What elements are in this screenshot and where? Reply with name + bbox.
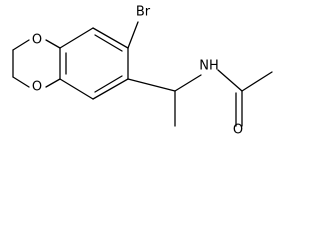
bond-carbonyl-methyl — [241, 71, 273, 92]
double-bond-c6-c5 — [94, 75, 123, 93]
bond-o1-ch2 — [12, 39, 30, 51]
oxygen-top-label: O — [32, 33, 42, 48]
carbonyl-oxygen-label: O — [233, 123, 243, 138]
bond-c5-c4a — [59, 78, 94, 100]
bond-o2-c4a — [45, 78, 61, 88]
bond-o1-c8a — [45, 39, 61, 49]
amide-nitrogen-label: NH — [199, 59, 219, 74]
bond-c6-c5 — [92, 78, 129, 100]
structural-formula: O O Br NH O — [12, 5, 273, 138]
bond-ch2-o2 — [12, 76, 30, 88]
substituents — [127, 21, 273, 127]
bond-c8-c7 — [92, 27, 129, 49]
bond-ch-n — [174, 74, 202, 92]
bond-n-carbonyl — [217, 69, 243, 92]
bond-c7-br — [127, 21, 139, 49]
oxygen-bottom-label: O — [32, 80, 42, 95]
bond-c6-ch — [127, 78, 176, 92]
double-bond-c8-c7 — [94, 34, 123, 52]
dioxane-ring — [12, 39, 61, 88]
benzene-ring — [59, 27, 129, 100]
bromine-label: Br — [136, 5, 151, 20]
bond-c8a-c8 — [59, 27, 94, 49]
